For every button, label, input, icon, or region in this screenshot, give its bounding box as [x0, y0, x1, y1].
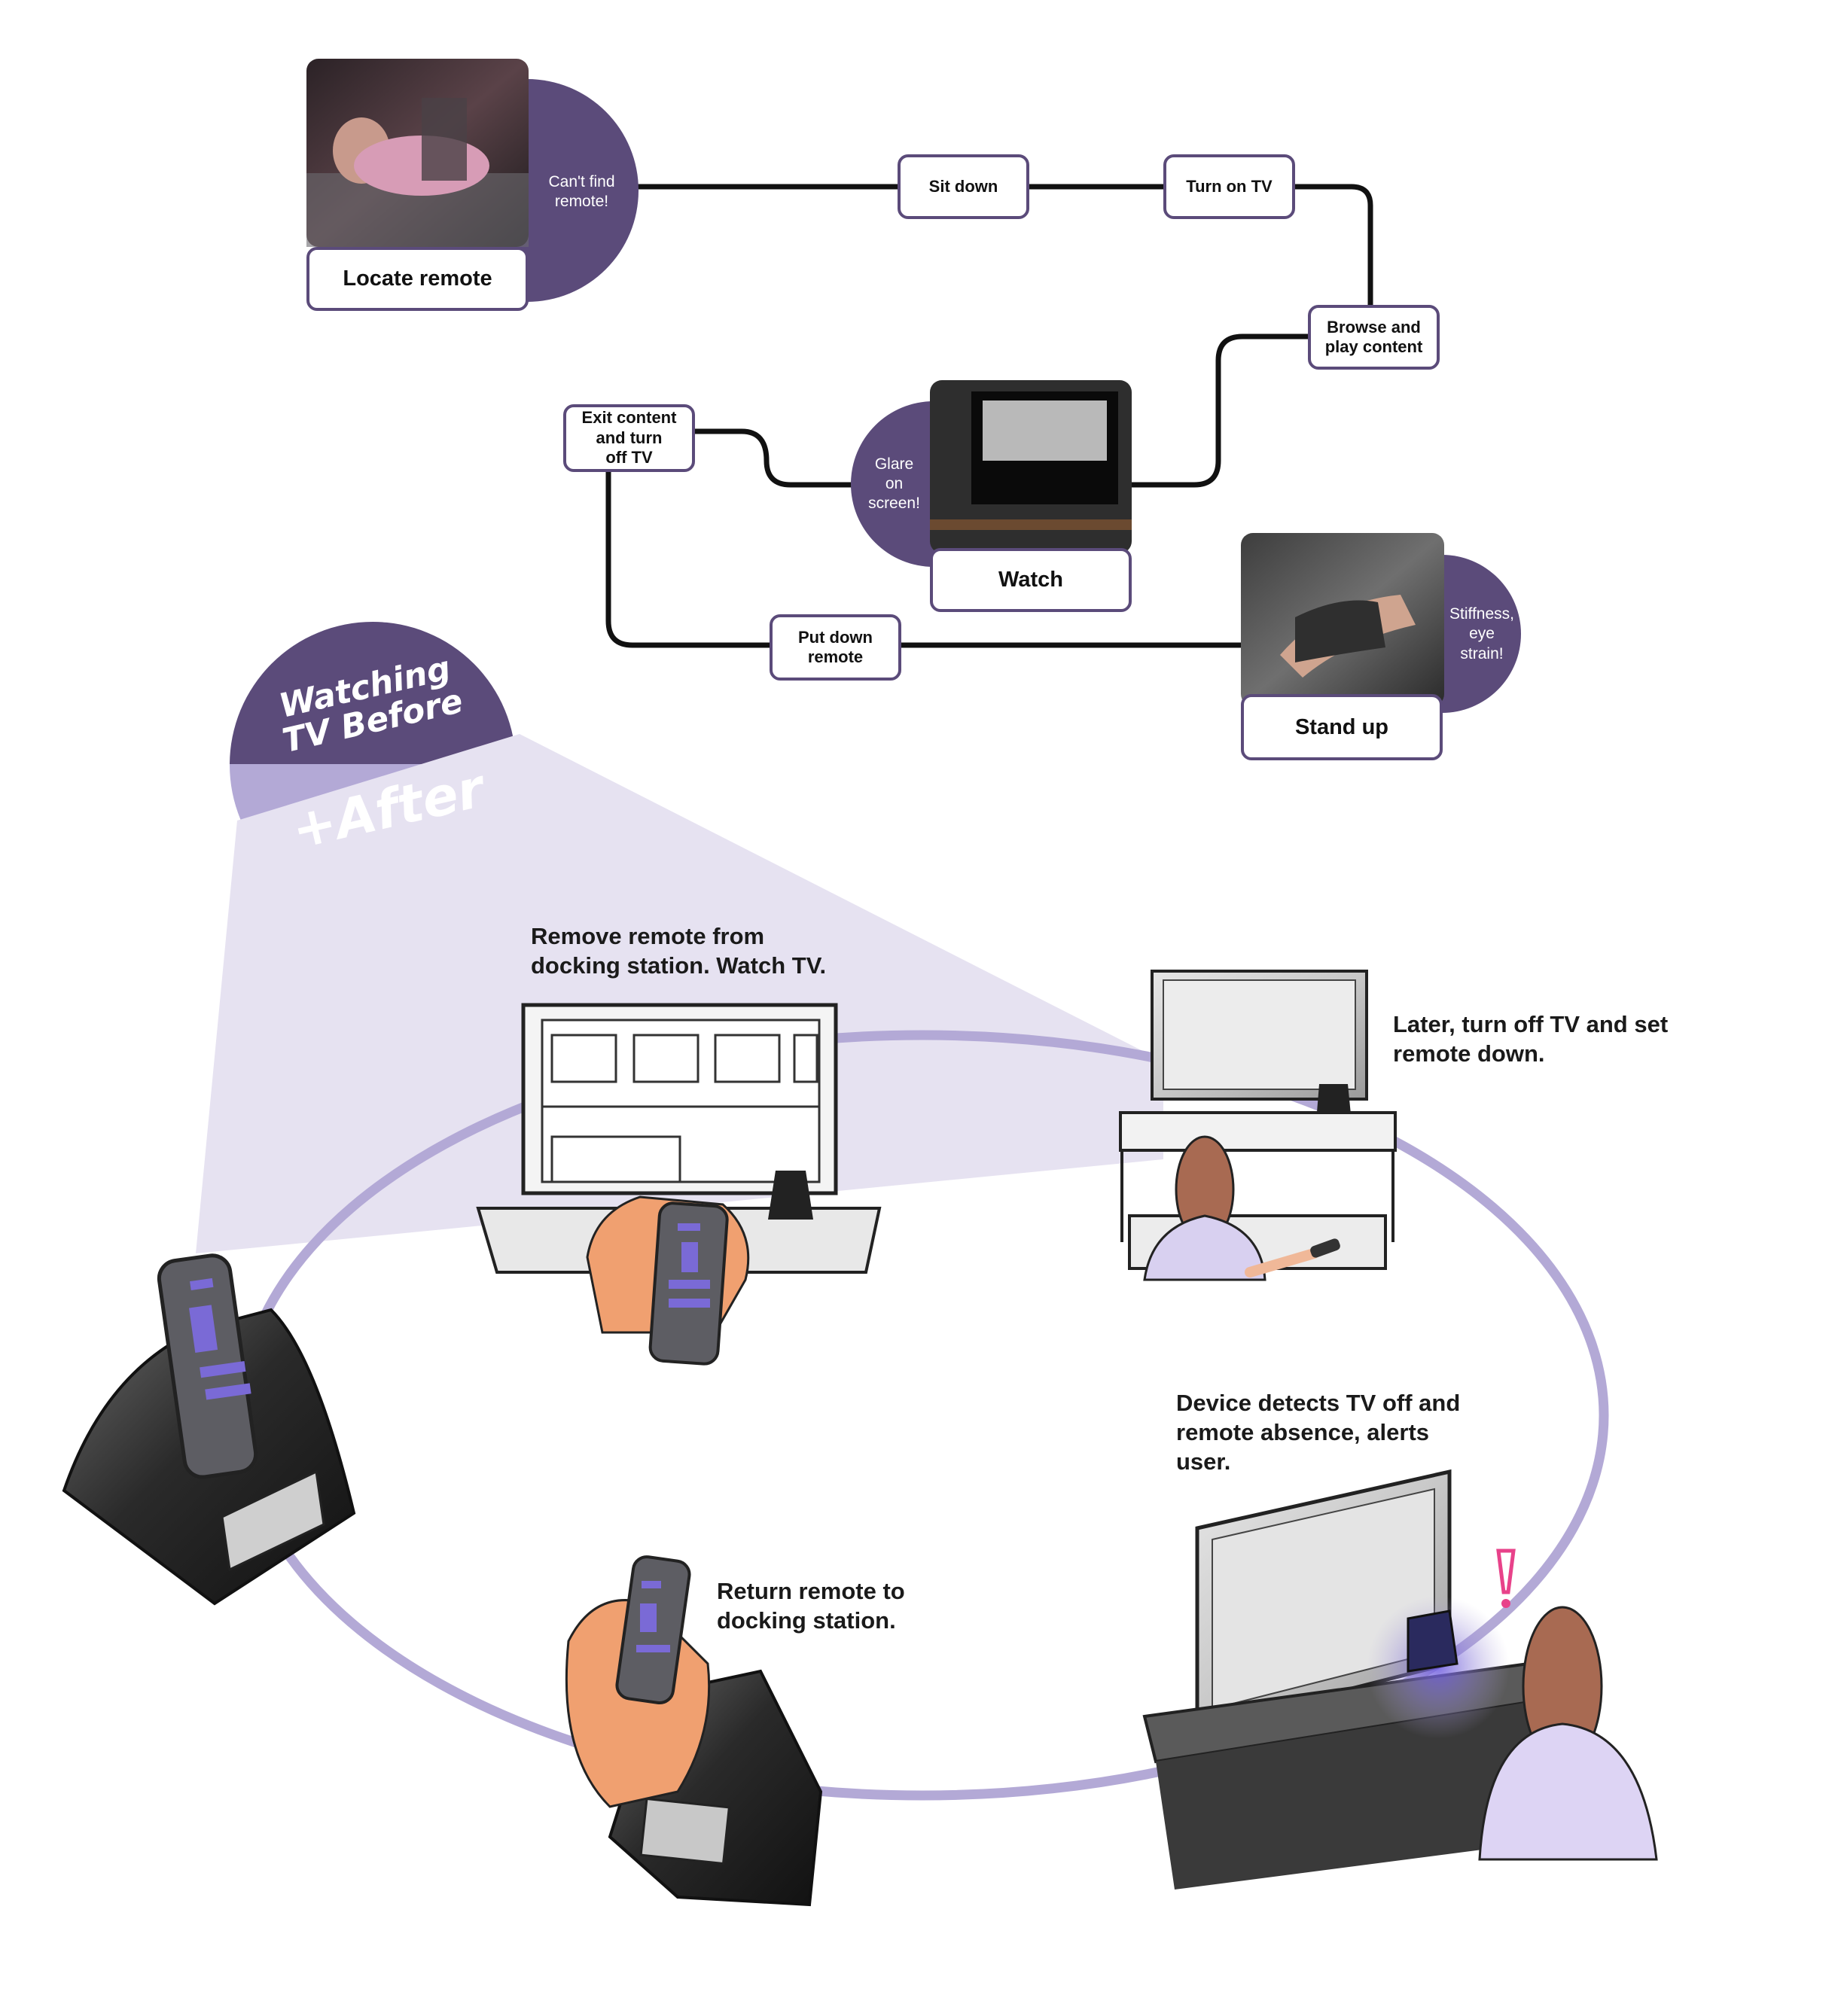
- stand-up-photo: [1241, 533, 1444, 706]
- step-stand-up: Stand up: [1241, 694, 1443, 760]
- journey-connector: [632, 184, 1373, 305]
- step-exit-turn-off: Exit content and turn off TV: [563, 404, 695, 472]
- scene-turn-off-tv: [1119, 970, 1397, 1281]
- journey-connector: [605, 471, 1242, 648]
- pain-stiffness: Stiffness, eye strain!: [1449, 605, 1514, 662]
- caption-device-detects: Device detects TV off and remote absence…: [1176, 1390, 1461, 1475]
- step-put-down-remote: Put down remote: [770, 614, 901, 681]
- docking-station: [62, 1253, 356, 1606]
- journey-connector: [1129, 333, 1310, 488]
- scene-watch-tv: [476, 1003, 882, 1366]
- pain-glare: Glare on screen!: [868, 455, 920, 513]
- locate-remote-photo: [306, 59, 529, 247]
- journey-connector: [694, 428, 855, 488]
- scene-return-remote: [565, 1555, 823, 1907]
- caption-return-remote: Return remote to docking station.: [717, 1578, 905, 1634]
- caption-remove-remote: Remove remote from docking station. Watc…: [531, 923, 827, 979]
- focus-beam: [196, 734, 1163, 1253]
- step-watch: Watch: [930, 548, 1132, 612]
- caption-later-turn-off: Later, turn off TV and set remote down.: [1393, 1011, 1669, 1067]
- pain-cant-find-remote: Can't find remote!: [548, 172, 615, 210]
- step-locate-remote: Locate remote: [306, 247, 529, 311]
- scene-device-alert: [1142, 1469, 1658, 1890]
- watch-photo: [930, 380, 1132, 553]
- step-sit-down: Sit down: [898, 154, 1029, 219]
- step-browse-play: Browse and play content: [1308, 305, 1440, 370]
- step-turn-on-tv: Turn on TV: [1163, 154, 1295, 219]
